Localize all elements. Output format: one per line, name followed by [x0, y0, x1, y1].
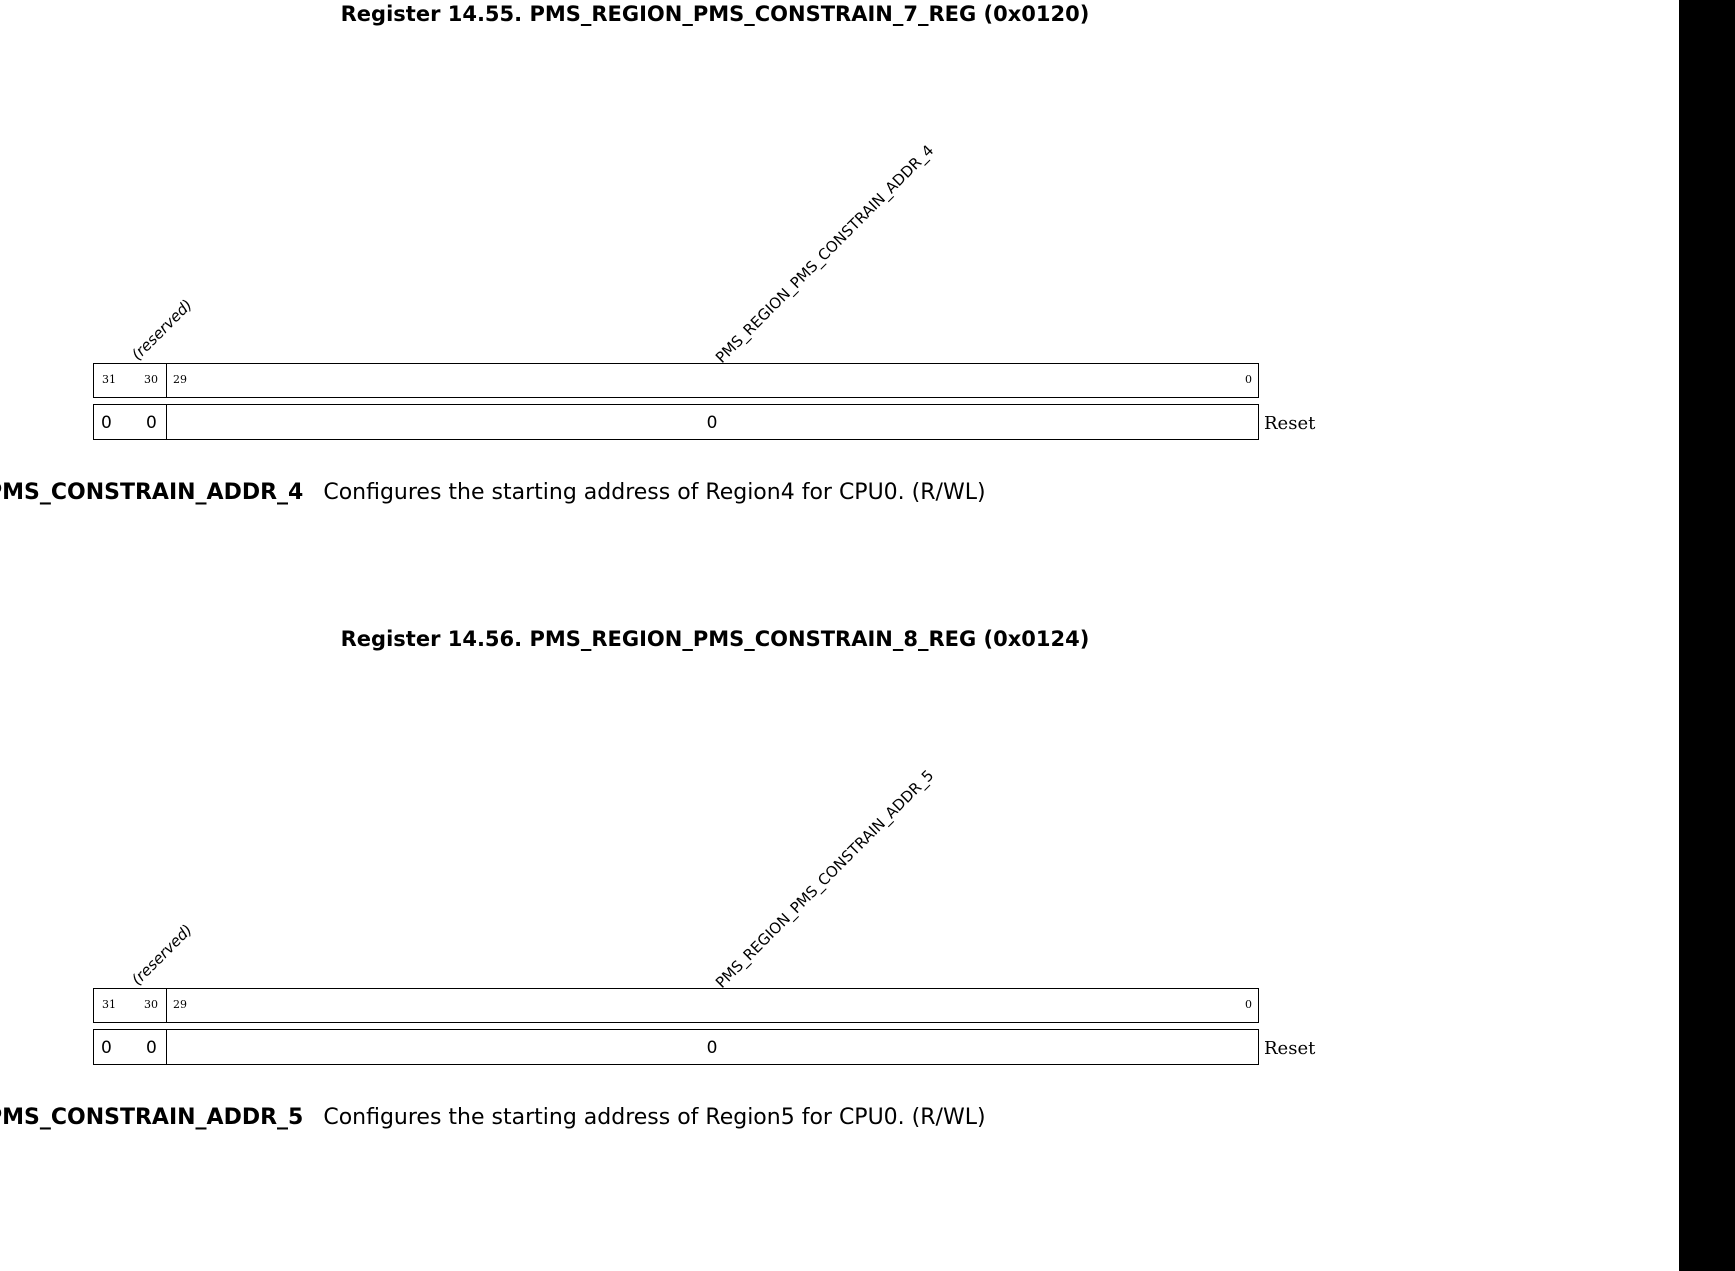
- reset-value-addr: 0: [706, 1038, 718, 1058]
- field-label-reserved: (reserved): [128, 920, 196, 989]
- field-description: PMS_CONSTRAIN_ADDR_4 Configures the start…: [0, 479, 986, 507]
- field-name: PMS_CONSTRAIN_ADDR_5: [0, 1105, 304, 1130]
- bit-number-30: 30: [144, 998, 158, 1011]
- bit-number-0: 0: [1245, 373, 1252, 386]
- bit-number-row: 31 30 29 0: [93, 363, 1259, 398]
- field-description-text: Configures the starting address of Regio…: [323, 1105, 986, 1130]
- field-divider: [166, 364, 167, 397]
- field-divider: [166, 1030, 167, 1064]
- bit-number-30: 30: [144, 373, 158, 386]
- reset-value-bit31: 0: [101, 1038, 112, 1058]
- field-description: PMS_CONSTRAIN_ADDR_5 Configures the start…: [0, 1104, 986, 1132]
- reset-label: Reset: [1264, 1038, 1316, 1059]
- field-divider: [166, 989, 167, 1022]
- reset-value-bit30: 0: [146, 413, 157, 433]
- field-label-addr: PMS_REGION_PMS_CONSTRAIN_ADDR_4: [712, 141, 938, 367]
- bit-number-31: 31: [102, 998, 116, 1011]
- reset-label: Reset: [1264, 413, 1316, 434]
- reset-value-row: 0 0 0: [93, 1029, 1259, 1065]
- reset-value-row: 0 0 0: [93, 404, 1259, 440]
- register-title: Register 14.56. PMS_REGION_PMS_CONSTRAIN…: [340, 627, 1090, 651]
- field-name: PMS_CONSTRAIN_ADDR_4: [0, 480, 304, 505]
- bit-number-29: 29: [173, 373, 187, 386]
- bit-number-0: 0: [1245, 998, 1252, 1011]
- field-label-reserved: (reserved): [128, 295, 196, 364]
- register-block: Register 14.55. PMS_REGION_PMS_CONSTRAIN…: [0, 1, 1679, 521]
- field-divider: [166, 405, 167, 439]
- register-block: Register 14.56. PMS_REGION_PMS_CONSTRAIN…: [0, 626, 1679, 1146]
- register-title: Register 14.55. PMS_REGION_PMS_CONSTRAIN…: [340, 2, 1090, 26]
- right-edge-bar: [1679, 0, 1735, 1271]
- field-label-addr: PMS_REGION_PMS_CONSTRAIN_ADDR_5: [712, 766, 938, 992]
- bit-number-31: 31: [102, 373, 116, 386]
- field-description-text: Configures the starting address of Regio…: [323, 480, 986, 505]
- reset-value-bit31: 0: [101, 413, 112, 433]
- bit-number-row: 31 30 29 0: [93, 988, 1259, 1023]
- reset-value-addr: 0: [706, 413, 718, 433]
- bit-number-29: 29: [173, 998, 187, 1011]
- reset-value-bit30: 0: [146, 1038, 157, 1058]
